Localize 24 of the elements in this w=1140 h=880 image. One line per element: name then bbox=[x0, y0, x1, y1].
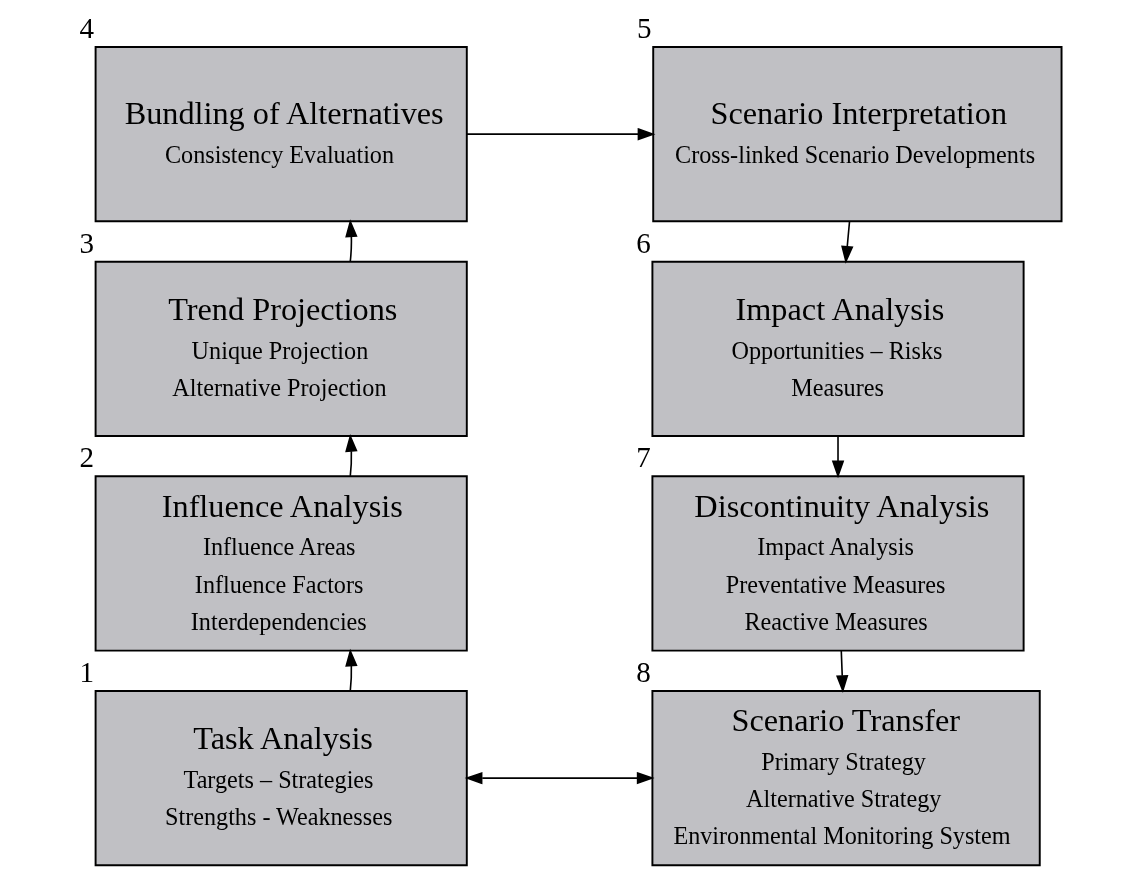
arrow bbox=[465, 127, 655, 141]
node-box: Scenario Transfer Primary Strategy Alternative Strategy Environmental Monitoring System bbox=[650, 690, 1041, 867]
node-box: Influence Analysis Influence Areas Influence Factors Interdependencies bbox=[94, 475, 468, 652]
node-box: Task Analysis Targets – Strategies Strengths - Weaknesses bbox=[94, 690, 468, 867]
node-label: 8 bbox=[635, 655, 651, 688]
node-box: Scenario Interpretation Cross-linked Scenario Developments bbox=[651, 46, 1062, 223]
node-label: 2 bbox=[78, 441, 94, 474]
node-label: 5 bbox=[636, 11, 652, 44]
arrow bbox=[835, 650, 848, 693]
node-box: Bundling of Alternatives Consistency Evaluation bbox=[94, 46, 468, 223]
node-label: 6 bbox=[635, 226, 651, 259]
arrow bbox=[344, 648, 358, 692]
node-label: 4 bbox=[78, 11, 94, 44]
node-box: Impact Analysis Opportunities – Risks Measures bbox=[650, 260, 1025, 437]
node-label: 3 bbox=[78, 226, 94, 259]
arrow bbox=[464, 771, 655, 785]
node-label: 1 bbox=[78, 655, 94, 688]
node-box: Trend Projections Unique Projection Alternative Projection bbox=[94, 260, 468, 437]
arrow bbox=[831, 435, 844, 479]
node-label: 7 bbox=[635, 441, 651, 474]
arrow bbox=[840, 220, 853, 264]
arrow bbox=[344, 434, 358, 477]
node-box: Discontinuity Analysis Impact Analysis Preventative Measures Reactive Measures bbox=[650, 475, 1025, 652]
arrow bbox=[344, 219, 358, 263]
